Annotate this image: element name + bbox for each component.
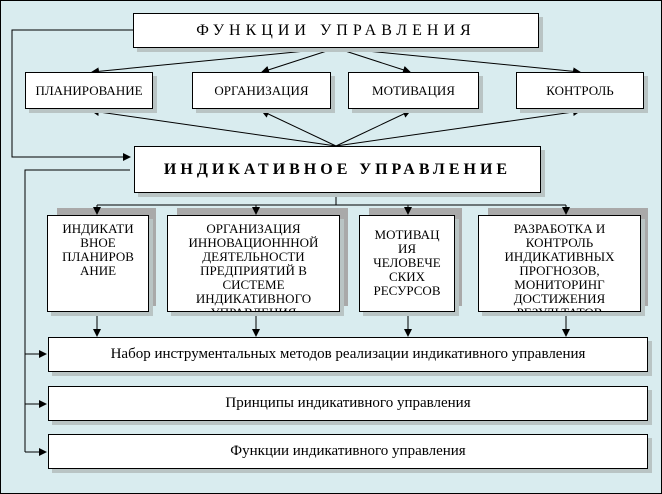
management-functions-title: ФУНКЦИИ УПРАВЛЕНИЯ <box>133 13 539 48</box>
sub-innovation-organization: ОРГАНИЗАЦИЯ ИННОВАЦИОНННОЙ ДЕЯТЕЛЬНОСТИ … <box>167 215 340 312</box>
function-organization: ОРГАНИЗАЦИЯ <box>192 72 331 109</box>
bar-methods: Набор инструментальных методов реализаци… <box>48 337 648 372</box>
function-motivation: МОТИВАЦИЯ <box>348 72 479 109</box>
indicative-management: ИНДИКАТИВНОЕ УПРАВЛЕНИЕ <box>134 146 541 193</box>
bar-functions: Функции индикативного управления <box>48 434 648 469</box>
function-planning: ПЛАНИРОВАНИЕ <box>25 72 153 109</box>
bar-principles: Принципы индикативного управления <box>48 386 648 421</box>
sub-indicative-planning: ИНДИКАТИ ВНОЕ ПЛАНИРОВ АНИЕ <box>47 215 149 312</box>
function-control: КОНТРОЛЬ <box>516 72 644 109</box>
sub-forecast-monitoring: РАЗРАБОТКА И КОНТРОЛЬ ИНДИКАТИВНЫХ ПРОГН… <box>478 215 641 312</box>
sub-human-resources-motivation: МОТИВАЦ ИЯ ЧЕЛОВЕЧЕ СКИХ РЕСУРСОВ <box>359 215 455 312</box>
